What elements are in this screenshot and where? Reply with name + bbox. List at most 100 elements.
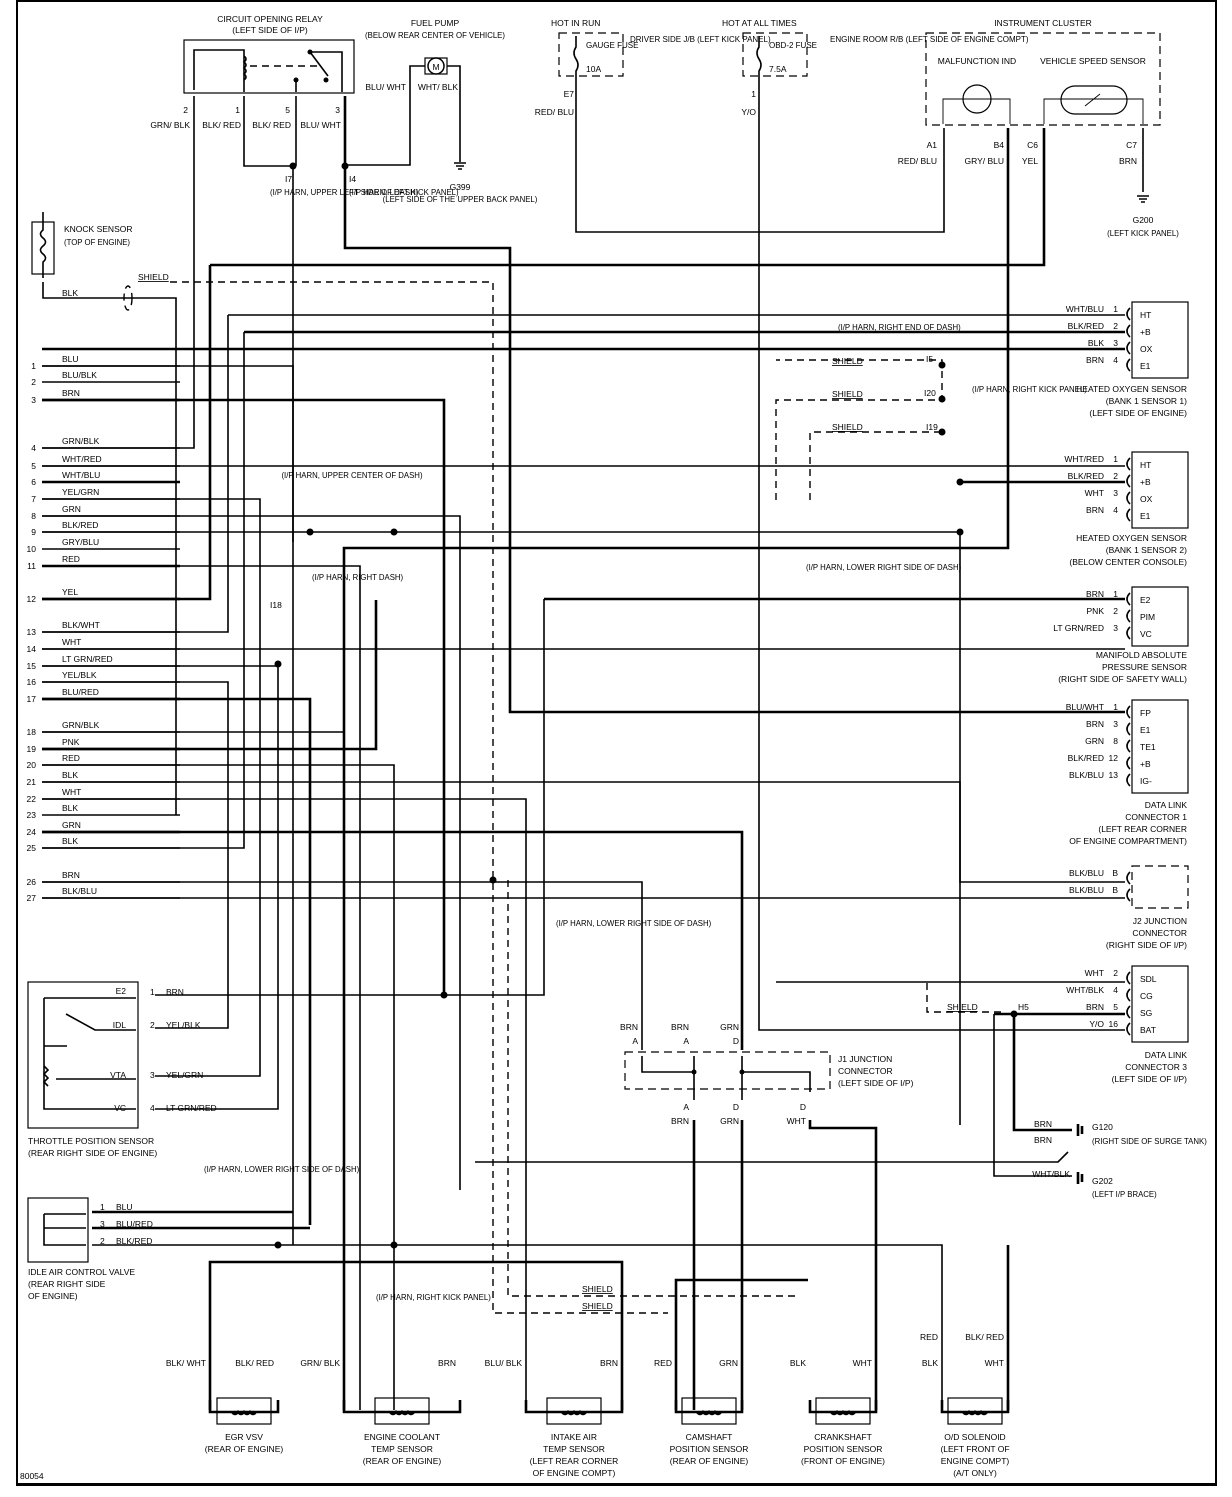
svg-text:BLK/ RED: BLK/ RED bbox=[252, 120, 291, 130]
ecm-pin-color: GRN bbox=[62, 820, 81, 830]
svg-text:POSITION SENSOR: POSITION SENSOR bbox=[670, 1444, 749, 1454]
sensor-element-icon bbox=[808, 1400, 878, 1416]
svg-text:DRIVER SIDE J/B (LEFT KICK PAN: DRIVER SIDE J/B (LEFT KICK PANEL) bbox=[630, 35, 771, 44]
ecm-pin-color: WHT bbox=[62, 787, 81, 797]
svg-text:2: 2 bbox=[1113, 471, 1118, 481]
ecm-pin-number: 9 bbox=[31, 527, 36, 537]
svg-text:(BANK 1 SENSOR 1): (BANK 1 SENSOR 1) bbox=[1106, 396, 1187, 406]
diagram-frame bbox=[16, 0, 1217, 1486]
svg-text:BRN: BRN bbox=[671, 1022, 689, 1032]
svg-text:BLU: BLU bbox=[116, 1202, 133, 1212]
ecm-pin-number: 11 bbox=[27, 561, 36, 571]
svg-text:BRN: BRN bbox=[600, 1358, 618, 1368]
svg-text:CONNECTOR: CONNECTOR bbox=[838, 1066, 893, 1076]
svg-text:12: 12 bbox=[1109, 753, 1119, 763]
svg-text:E2: E2 bbox=[1140, 595, 1151, 605]
sensor-element-icon bbox=[940, 1400, 1010, 1416]
svg-text:HOT AT ALL TIMES: HOT AT ALL TIMES bbox=[722, 18, 797, 28]
svg-text:(LEFT I/P BRACE): (LEFT I/P BRACE) bbox=[1092, 1190, 1157, 1199]
svg-text:WHT/BLK: WHT/BLK bbox=[1066, 985, 1104, 995]
grounds-right: BRN BRN G120 (RIGHT SIDE OF SURGE TANK) … bbox=[1032, 1119, 1207, 1199]
svg-text:BRN: BRN bbox=[438, 1358, 456, 1368]
harness-routes bbox=[42, 96, 1125, 1410]
ground-icon bbox=[1137, 195, 1149, 203]
relay-switch-icon bbox=[295, 51, 343, 92]
svg-text:2: 2 bbox=[183, 105, 188, 115]
ecm-pin-color: PNK bbox=[62, 737, 80, 747]
svg-text:J2 JUNCTION: J2 JUNCTION bbox=[1133, 916, 1187, 926]
svg-text:OX: OX bbox=[1140, 494, 1153, 504]
connector-pin-icon bbox=[1126, 988, 1131, 1002]
svg-text:BLK/RED: BLK/RED bbox=[1068, 753, 1104, 763]
connector-pin-icon bbox=[1126, 341, 1131, 355]
j1-junction-connector: J1 JUNCTION CONNECTOR (LEFT SIDE OF I/P)… bbox=[620, 1022, 914, 1126]
splices: I7 (I/P HARN, UPPER LEFT SIDE OF DASH) I… bbox=[204, 162, 1087, 1311]
sensor-element-icon bbox=[524, 1400, 624, 1416]
svg-text:I5: I5 bbox=[926, 354, 933, 364]
ecm-pin-color: BLK bbox=[62, 803, 78, 813]
svg-text:IDLE AIR CONTROL VALVE: IDLE AIR CONTROL VALVE bbox=[28, 1267, 135, 1277]
splice-i5 bbox=[938, 361, 946, 369]
ecm-pin-number: 6 bbox=[31, 477, 36, 487]
svg-text:(BANK 1 SENSOR 2): (BANK 1 SENSOR 2) bbox=[1106, 545, 1187, 555]
ecm-pin-color: GRN/BLK bbox=[62, 720, 100, 730]
svg-text:BLK/RED: BLK/RED bbox=[1068, 321, 1104, 331]
svg-text:1: 1 bbox=[1113, 304, 1118, 314]
connector-pin-icon bbox=[1126, 971, 1131, 985]
svg-text:1: 1 bbox=[1113, 589, 1118, 599]
svg-text:B: B bbox=[1112, 885, 1118, 895]
svg-text:O/D SOLENOID: O/D SOLENOID bbox=[944, 1432, 1005, 1442]
svg-text:CONNECTOR 1: CONNECTOR 1 bbox=[1125, 812, 1187, 822]
svg-text:A: A bbox=[632, 1036, 638, 1046]
svg-text:G399: G399 bbox=[450, 182, 471, 192]
svg-text:SHIELD: SHIELD bbox=[947, 1002, 978, 1012]
svg-text:SHIELD: SHIELD bbox=[832, 356, 863, 366]
connector-pin-icon bbox=[1126, 773, 1131, 787]
ecm-pin-list: 1BLU2BLU/BLK3BRN4GRN/BLK5WHT/RED6WHT/BLU… bbox=[27, 354, 180, 903]
connector-pin-icon bbox=[1126, 358, 1131, 372]
svg-text:2: 2 bbox=[100, 1236, 105, 1246]
ecm-pin-number: 13 bbox=[27, 627, 37, 637]
svg-text:10A: 10A bbox=[586, 64, 601, 74]
ecm-pin-color: BLK/BLU bbox=[62, 886, 97, 896]
svg-text:ENGINE ROOM R/B (LEFT SIDE OF: ENGINE ROOM R/B (LEFT SIDE OF ENGINE COM… bbox=[830, 35, 1029, 44]
svg-text:OF ENGINE COMPARTMENT): OF ENGINE COMPARTMENT) bbox=[1069, 836, 1187, 846]
ecm-pin-number: 17 bbox=[27, 694, 37, 704]
svg-text:BLK: BLK bbox=[62, 288, 78, 298]
svg-text:BLK/BLU: BLK/BLU bbox=[1069, 885, 1104, 895]
svg-text:GAUGE FUSE: GAUGE FUSE bbox=[586, 41, 638, 50]
shield-icon bbox=[123, 285, 133, 311]
svg-text:(RIGHT SIDE OF SURGE TANK): (RIGHT SIDE OF SURGE TANK) bbox=[1092, 1137, 1207, 1146]
potentiometer-icon bbox=[42, 1065, 50, 1087]
svg-text:(LEFT REAR CORNER: (LEFT REAR CORNER bbox=[530, 1456, 619, 1466]
connector-pin-icon bbox=[1126, 592, 1131, 606]
svg-text:CRANKSHAFT: CRANKSHAFT bbox=[814, 1432, 872, 1442]
svg-text:D: D bbox=[800, 1102, 806, 1112]
ecm-pin-color: BLU bbox=[62, 354, 79, 364]
ecm-pin-number: 5 bbox=[31, 461, 36, 471]
svg-text:HT: HT bbox=[1140, 310, 1151, 320]
svg-text:(I/P HARN, LOWER RIGHT SIDE OF: (I/P HARN, LOWER RIGHT SIDE OF DASH) bbox=[806, 563, 962, 572]
svg-text:(I/P HARN, RIGHT DASH): (I/P HARN, RIGHT DASH) bbox=[312, 573, 404, 582]
fuse-icon bbox=[756, 36, 762, 80]
ecm-pin-number: 8 bbox=[31, 511, 36, 521]
svg-text:BLK/BLU: BLK/BLU bbox=[1069, 868, 1104, 878]
svg-text:CONNECTOR 3: CONNECTOR 3 bbox=[1125, 1062, 1187, 1072]
obd2-fuse: HOT AT ALL TIMES OBD-2 FUSE 7.5A ENGINE … bbox=[722, 18, 1125, 1031]
svg-text:5: 5 bbox=[1113, 1002, 1118, 1012]
instrument-cluster: INSTRUMENT CLUSTER MALFUNCTION IND VEHIC… bbox=[898, 18, 1179, 238]
svg-text:VC: VC bbox=[1140, 629, 1152, 639]
ecm-pin-number: 25 bbox=[27, 843, 37, 853]
throttle-position-sensor: E2 IDL VTA VC 1 BRN 2 YEL/BLK 3 YEL/GRN … bbox=[27, 981, 217, 1158]
svg-text:E1: E1 bbox=[1140, 511, 1151, 521]
